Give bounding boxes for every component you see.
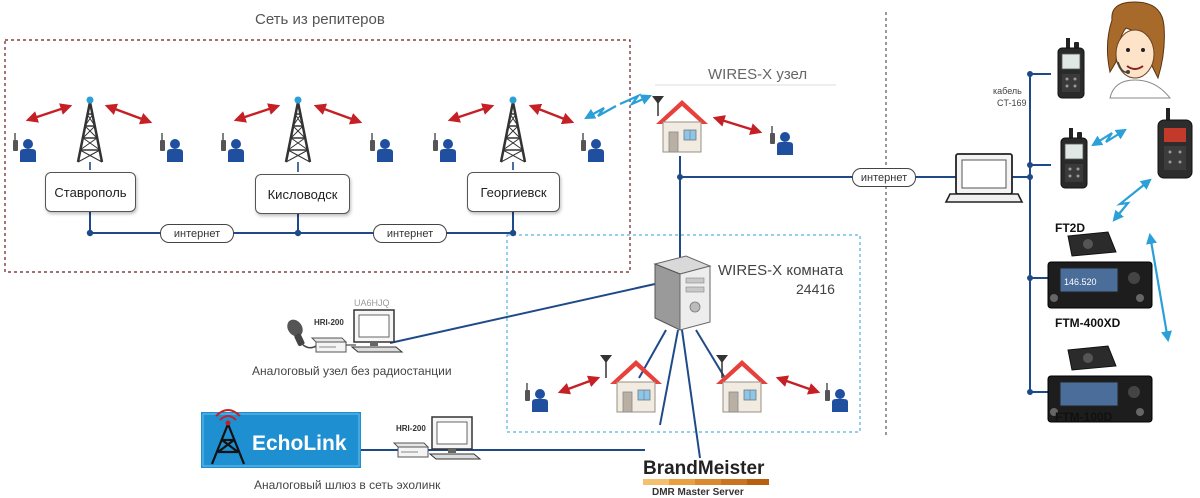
svg-text:EchoLink: EchoLink	[252, 432, 347, 455]
microphone-icon	[287, 319, 317, 349]
person-with-radio-icon	[580, 132, 605, 163]
person-with-radio-icon	[432, 132, 457, 163]
internet-link-label: интернет	[160, 224, 234, 243]
red-arrows	[25, 103, 821, 395]
cable-label: кабель	[993, 86, 1022, 96]
callsign-label: UA6HJQ	[354, 298, 390, 308]
wires-x-room-label: WIRES-X комната	[718, 262, 844, 279]
person-with-radio-icon	[524, 382, 549, 413]
analog-node-caption: Аналоговый узел без радиостанции	[252, 364, 452, 378]
house-icon	[655, 99, 709, 153]
wires-x-room-number: 24416	[796, 281, 835, 297]
city-box-georgievsk: Георгиевск	[467, 172, 560, 212]
city-box-stavropol: Ставрополь	[45, 172, 136, 212]
server-icon	[653, 255, 712, 331]
handheld-radio-icon	[1157, 108, 1193, 179]
internet-link-label: интернет	[852, 168, 916, 187]
cable-model-label: CT-169	[997, 98, 1027, 108]
house-icon	[715, 359, 769, 413]
hri-200-label: HRI-200	[396, 424, 426, 433]
hri-200-label: HRI-200	[314, 318, 344, 327]
wires-x-node-label: WIRES-X узел	[708, 66, 808, 83]
person-with-radio-icon	[769, 125, 794, 156]
person-with-radio-icon	[159, 132, 184, 163]
person-with-radio-icon	[12, 132, 37, 163]
echolink-gateway-caption: Аналоговый шлюз в сеть эхолинк	[254, 478, 441, 492]
operator-avatar	[1106, 1, 1172, 99]
person-with-radio-icon	[824, 382, 849, 413]
tower-icon	[76, 95, 104, 164]
computer-icon	[351, 309, 403, 353]
laptop-icon	[945, 153, 1023, 203]
brandmeister-logo: BrandMeister DMR Master Server	[643, 458, 769, 498]
person-with-radio-icon	[220, 132, 245, 163]
hri-200-interface-icon	[393, 442, 429, 458]
mobile-radio-icon	[1047, 231, 1153, 309]
tower-icon	[499, 95, 527, 164]
wires-x-room-boundary	[506, 234, 861, 433]
svg-text:146.520: 146.520	[1064, 277, 1097, 287]
handheld-radio-icon	[1060, 127, 1088, 189]
echolink-logo: EchoLink	[201, 409, 361, 468]
city-box-kislovodsk: Кисловодск	[255, 174, 350, 214]
radio-label-ft2d: FT2D	[1055, 221, 1085, 235]
person-with-radio-icon	[369, 132, 394, 163]
computer-icon	[429, 416, 481, 460]
link-nodes	[86, 71, 1033, 395]
svg-text:BrandMeister: BrandMeister	[643, 458, 765, 479]
handheld-radio-icon	[1057, 37, 1085, 99]
radio-links	[584, 93, 1172, 343]
tower-icon	[284, 95, 312, 164]
svg-text:DMR Master Server: DMR Master Server	[652, 487, 744, 498]
radio-label-ftm-100d: FTM-100D	[1055, 410, 1113, 424]
radio-label-ftm-400xd: FTM-400XD	[1055, 316, 1121, 330]
house-icon	[609, 359, 663, 413]
network-links	[89, 73, 1051, 459]
internet-link-label: интернет	[373, 224, 447, 243]
repeater-network-boundary	[4, 39, 631, 273]
repeater-network-title: Сеть из репитеров	[255, 11, 385, 28]
hri-200-interface-icon	[311, 337, 347, 353]
